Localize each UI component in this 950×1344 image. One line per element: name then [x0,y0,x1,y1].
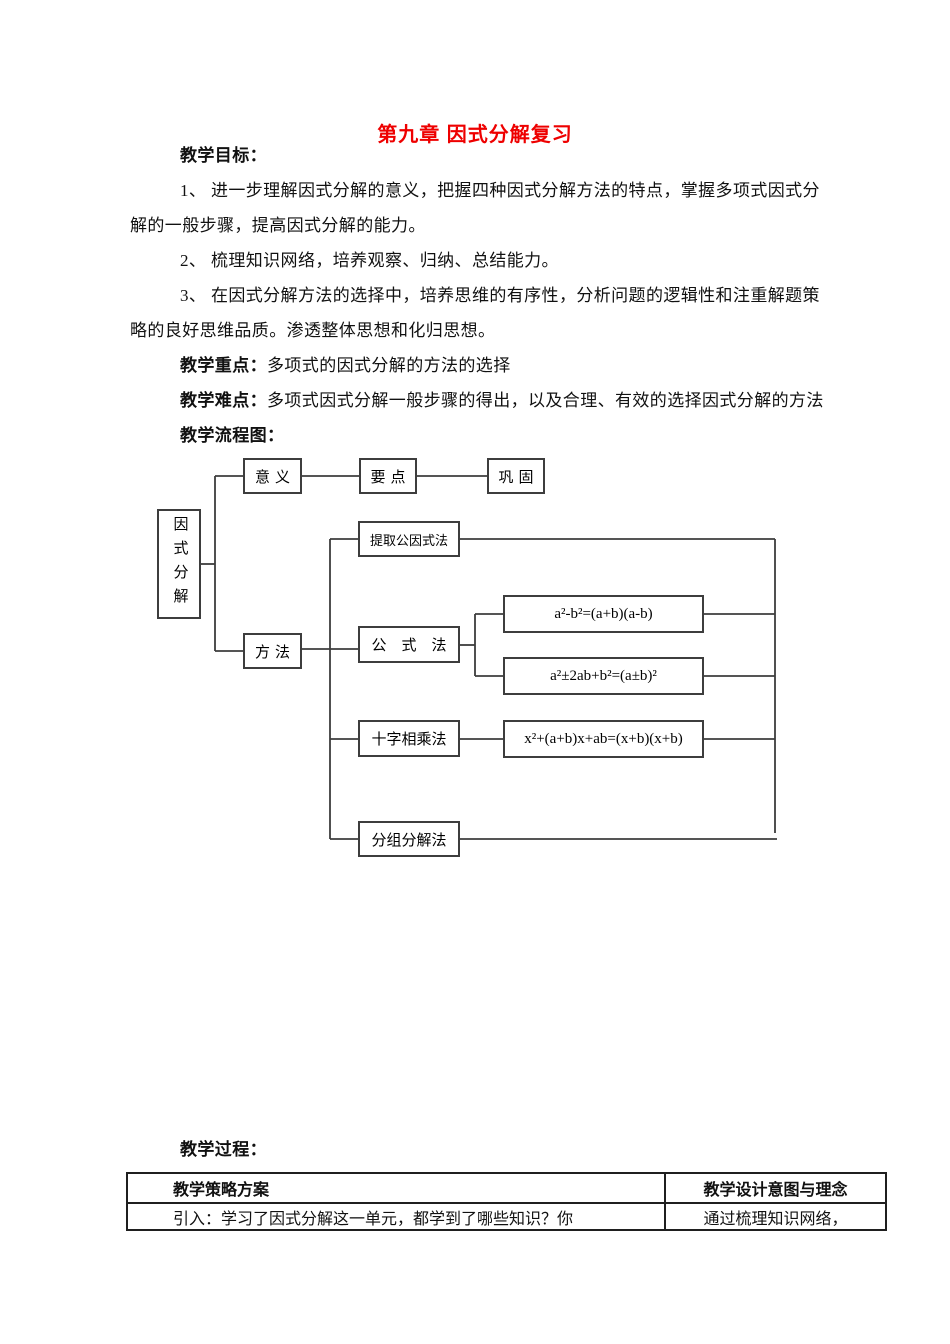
teaching-process-table: 教学策略方案 教学设计意图与理念 引入：学习了因式分解这一单元，都学到了哪些知识… [126,1172,887,1231]
objectives-heading: 教学目标： [180,146,267,165]
flow-box-formula-cross: x²+(a+b)x+ab=(x+b)(x+b) [503,720,704,758]
key-point-text: 多项式的因式分解的方法的选择 [267,356,511,375]
objective-line-4: 3、 在因式分解方法的选择中，培养思维的有序性，分析问题的逻辑性和注重解题策 [180,286,820,305]
flowchart-heading: 教学流程图： [180,426,285,445]
page-title: 第九章 因式分解复习 [377,124,573,146]
flow-box-method: 方法 [243,633,302,669]
process-heading: 教学过程： [180,1140,267,1159]
table-header-strategy: 教学策略方案 [126,1172,666,1204]
difficulty-text: 多项式因式分解一般步骤的得出，以及合理、有效的选择因式分解的方法 [267,391,824,410]
flow-box-extract-common-factor: 提取公因式法 [358,521,460,557]
flow-box-root-label: 因式分解 [171,516,188,612]
key-point-label: 教学重点： [180,356,267,375]
table-cell-intent: 通过梳理知识网络， [664,1202,887,1231]
difficulty-label: 教学难点： [180,391,267,410]
flow-box-formula-method: 公 式 法 [358,626,460,663]
flow-box-cross-multiplication: 十字相乘法 [358,720,460,757]
flow-box-formula-perfect-square: a²±2ab+b²=(a±b)² [503,657,704,695]
key-point-line: 教学重点：多项式的因式分解的方法的选择 [180,356,511,376]
objective-line-1: 1、 进一步理解因式分解的意义，把握四种因式分解方法的特点，掌握多项式因式分 [180,181,820,200]
table-row: 引入：学习了因式分解这一单元，都学到了哪些知识？你 通过梳理知识网络， [126,1202,887,1231]
table-header-intent: 教学设计意图与理念 [664,1172,887,1204]
objective-line-5: 略的良好思维品质。渗透整体思想和化归思想。 [130,321,496,340]
flow-box-meaning: 意义 [243,458,302,494]
objective-line-2: 解的一般步骤，提高因式分解的能力。 [130,216,426,235]
flow-box-root: 因式分解 [157,509,201,619]
table-cell-strategy: 引入：学习了因式分解这一单元，都学到了哪些知识？你 [126,1202,666,1231]
objective-line-3: 2、 梳理知识网络，培养观察、归纳、总结能力。 [180,251,559,270]
flow-box-key-points: 要点 [359,458,417,494]
difficulty-line: 教学难点：多项式因式分解一般步骤的得出，以及合理、有效的选择因式分解的方法 [180,391,824,411]
table-header-row: 教学策略方案 教学设计意图与理念 [126,1172,887,1204]
flow-box-formula-square-diff: a²-b²=(a+b)(a-b) [503,595,704,633]
flow-box-grouping: 分组分解法 [358,821,460,857]
flow-box-consolidation: 巩固 [487,458,545,494]
